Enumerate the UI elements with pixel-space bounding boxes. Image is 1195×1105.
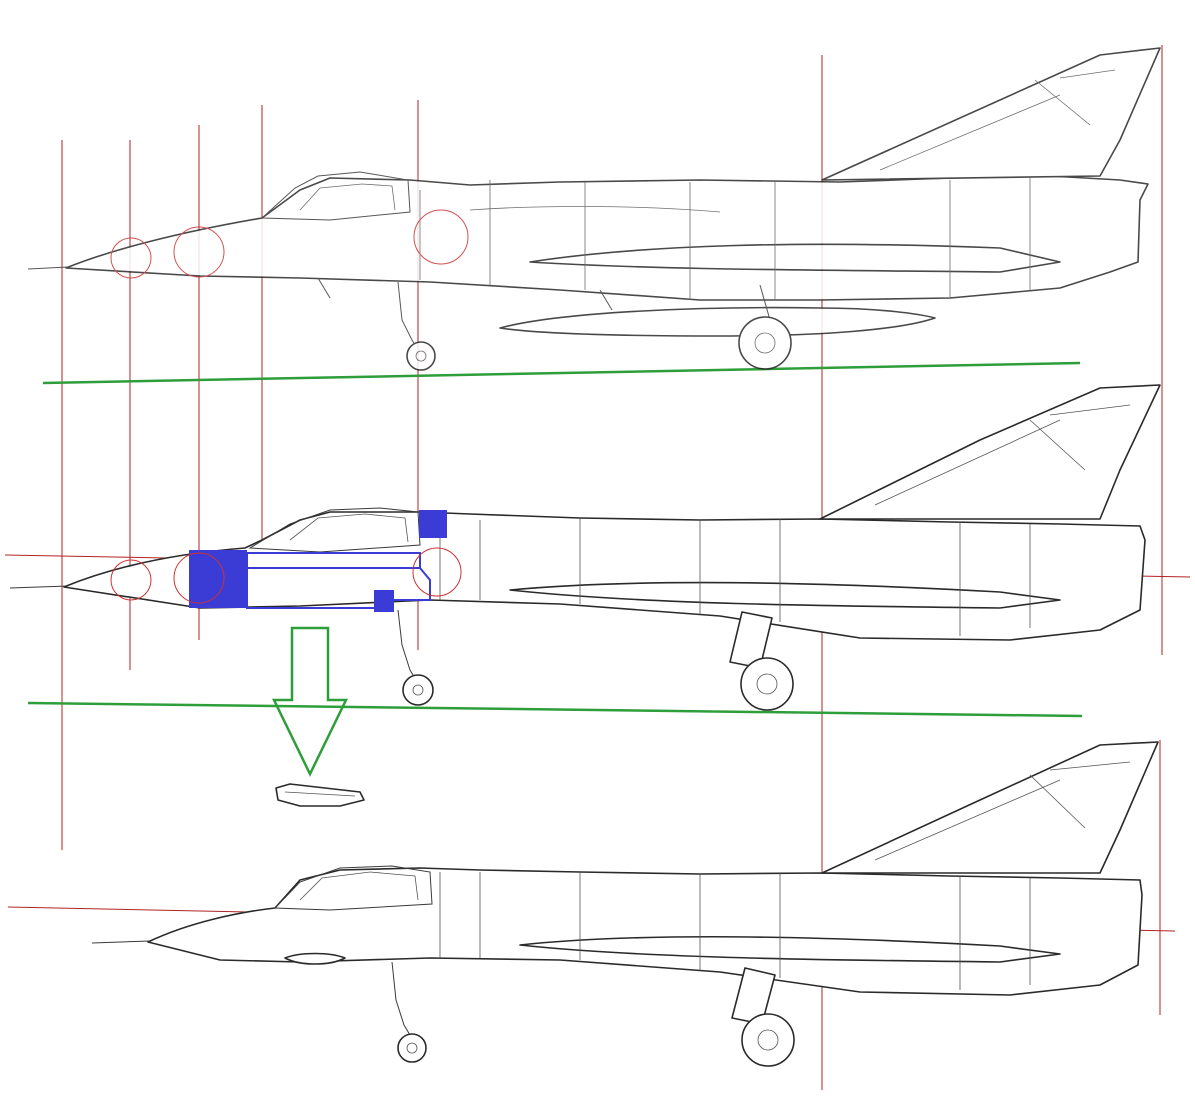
bottom-fuselage — [147, 867, 1143, 996]
blue-block-forward — [189, 550, 247, 608]
side-view-middle — [9, 384, 1161, 711]
blue-block-gearbay — [374, 590, 394, 612]
middle-main-gear — [729, 611, 794, 711]
bottom-wing — [519, 935, 1061, 963]
blue-highlight-sections — [189, 510, 447, 612]
top-canopy — [260, 171, 411, 221]
ground-lines — [27, 361, 1083, 718]
top-drop-tank — [499, 306, 936, 337]
blue-outline-section — [246, 552, 431, 609]
middle-wing — [509, 581, 1061, 609]
ground-line-1 — [42, 361, 1081, 385]
detached-fairing — [275, 783, 365, 807]
bottom-tail-fin — [821, 741, 1159, 874]
down-arrow — [272, 626, 348, 777]
top-tail-fin — [821, 47, 1161, 181]
bottom-canopy — [273, 865, 433, 911]
middle-fuselage — [63, 511, 1146, 641]
blue-block-canopy — [419, 510, 447, 538]
top-nose-gear — [397, 281, 436, 371]
ground-line-2 — [27, 701, 1083, 718]
top-fuselage — [65, 175, 1149, 301]
top-main-gear — [738, 284, 792, 370]
side-view-top — [27, 47, 1161, 371]
middle-canopy — [248, 507, 421, 553]
top-wing — [529, 243, 1061, 273]
bottom-nose-gear — [391, 961, 427, 1063]
side-view-bottom — [91, 741, 1159, 1067]
middle-nose-gear — [397, 609, 434, 706]
bottom-main-gear — [731, 967, 795, 1067]
